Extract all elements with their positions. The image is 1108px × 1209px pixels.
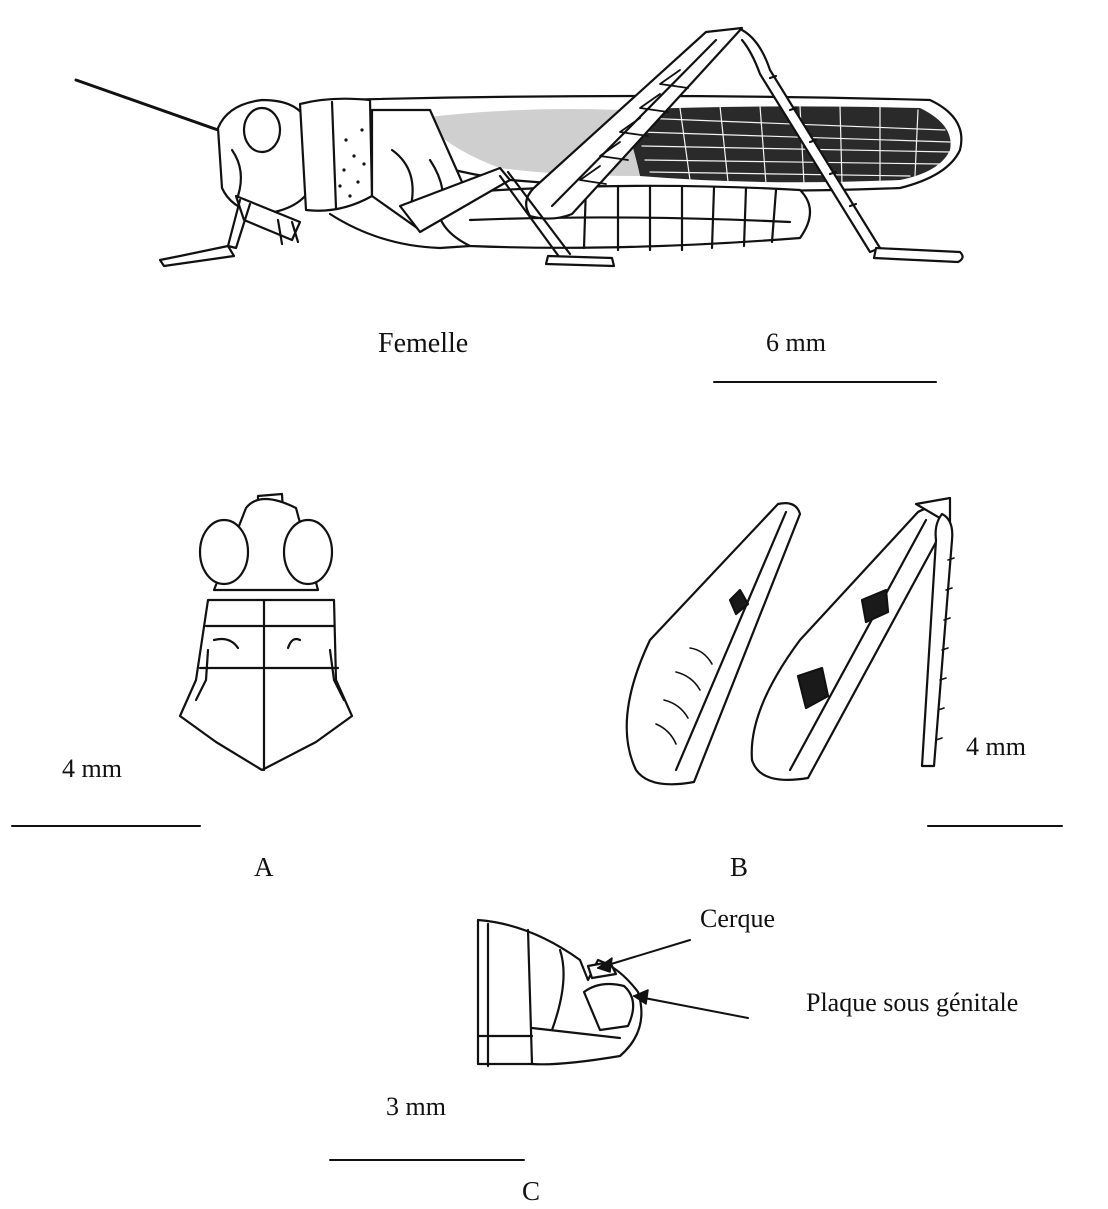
grasshopper-lateral-drawing [76, 28, 963, 266]
scale-label-c: 3 mm [386, 1094, 446, 1120]
panel-letter-a: A [254, 854, 274, 881]
panel-a-drawing [180, 494, 352, 770]
compound-eye [244, 108, 280, 152]
scale-label-main: 6 mm [766, 330, 826, 356]
callout-cerque: Cerque [700, 906, 775, 932]
panel-c-drawing [478, 920, 641, 1066]
eye-right [284, 520, 332, 584]
arrow-plaque [634, 996, 748, 1018]
eye-left [200, 520, 248, 584]
scale-label-b: 4 mm [966, 734, 1026, 760]
callout-plaque: Plaque sous génitale [806, 990, 1018, 1016]
sex-label: Femelle [378, 330, 468, 358]
panel-b-drawing [627, 498, 954, 784]
panel-letter-c: C [522, 1178, 540, 1205]
panel-letter-b: B [730, 854, 748, 881]
scale-label-a: 4 mm [62, 756, 122, 782]
